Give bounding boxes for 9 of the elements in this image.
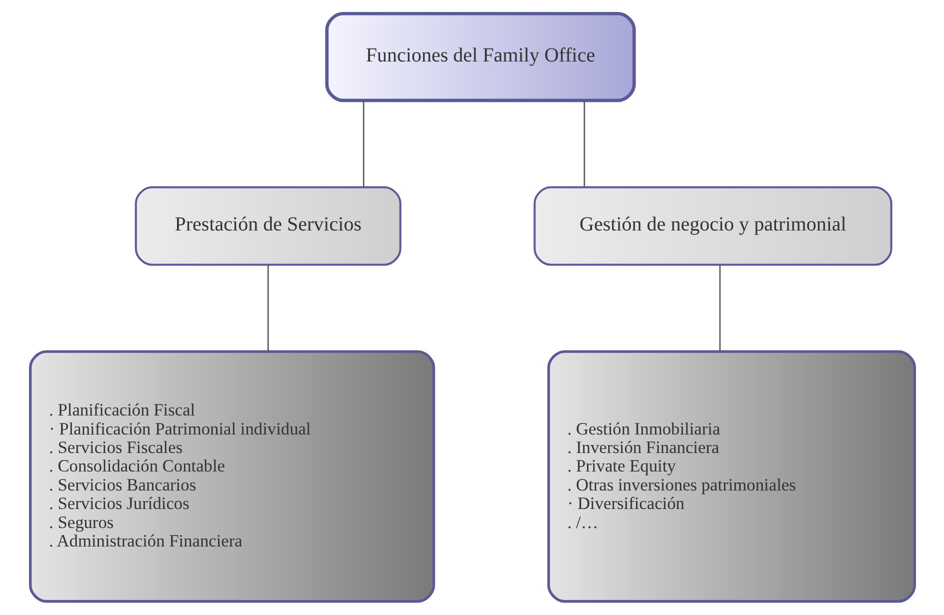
connector (266, 265, 268, 352)
connector (718, 265, 720, 352)
connector (362, 100, 364, 188)
node-box: . Gestión Inmobiliaria . Inversión Financiera . Private Equity . Otras inversiones patrimoniales · Diversificación . /… (546, 350, 916, 603)
node-box: Gestión de negocio y patrimonial (533, 186, 892, 266)
connector (583, 100, 585, 188)
node-box: Funciones del Family Office (324, 12, 636, 102)
node-box: Prestación de Servicios (134, 186, 401, 266)
node-box: . Planificación Fiscal · Planificación Patrimonial individual . Servicios Fiscales . Consolidación Contable . Servicios Bancarios . Servicios Jurídicos . Seguros . Administración Financiera (28, 350, 435, 603)
